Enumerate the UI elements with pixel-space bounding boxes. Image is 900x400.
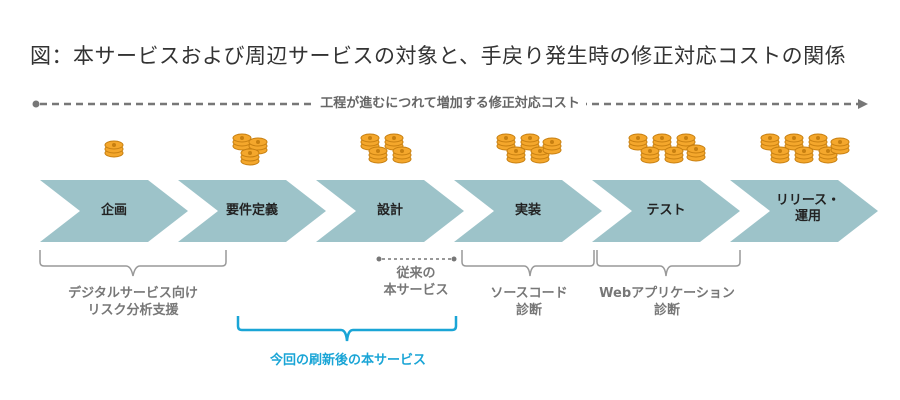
cost-arrow-start-dot: [32, 100, 40, 108]
coin-stack-0: [104, 140, 124, 158]
coin-stack-7: [392, 146, 412, 164]
note-renewed-service: 今回の刷新後の本サービス: [269, 353, 426, 368]
coin-stack-12: [542, 137, 562, 155]
chevron-implementation: [454, 180, 602, 242]
conventional-service-arrow: [376, 256, 457, 262]
bracket-web-app: [596, 250, 741, 277]
bracket-source-code: [461, 250, 595, 277]
note-risk-support: デジタルサービス向け リスク分析支援: [68, 286, 198, 318]
coin-stack-22: [770, 146, 790, 164]
note-source-code: ソースコード 診断: [490, 286, 568, 318]
phase-label-release: リリース・ 運用: [775, 193, 841, 224]
cost-arrow-label: 工程が進むにつれて増加する修正対応コスト: [314, 96, 586, 111]
figure-title: 図：本サービスおよび周辺サービスの対象と、手戻り発生時の修正対応コストの関係: [30, 44, 847, 68]
coin-stack-23: [794, 146, 814, 164]
phase-label-implementation: 実装: [514, 203, 541, 218]
coin-stack-8: [496, 133, 516, 151]
bracket-renewed-service: [236, 316, 458, 342]
coin-stack-20: [784, 133, 804, 151]
phase-chevrons: [40, 180, 878, 242]
coin-stacks: [104, 133, 850, 166]
coin-stack-13: [628, 133, 648, 151]
phase-label-test: テスト: [646, 203, 686, 218]
cost-arrow-head: [858, 99, 868, 109]
chevron-requirements: [178, 180, 326, 242]
coin-stack-18: [686, 144, 706, 162]
coin-stack-10: [506, 146, 526, 164]
phase-label-planning: 企画: [100, 203, 127, 218]
coin-stack-9: [520, 133, 540, 151]
chevron-test: [592, 180, 740, 242]
coin-stack-21: [808, 133, 828, 151]
chevron-design: [316, 180, 464, 242]
coin-stack-6: [368, 146, 388, 164]
cost-arrow-label-wrap: 工程が進むにつれて増加する修正対応コスト: [0, 96, 900, 112]
chevron-release: [730, 180, 878, 242]
note-web-app: Webアプリケーション 診断: [599, 286, 735, 318]
phase-label-design: 設計: [376, 203, 403, 218]
bracket-risk-support: [39, 250, 227, 277]
phase-label-requirements: 要件定義: [225, 203, 278, 218]
coin-stack-3: [240, 148, 260, 166]
coin-stack-17: [664, 146, 684, 164]
coin-stack-19: [760, 133, 780, 151]
coin-stack-25: [830, 137, 850, 155]
chevron-planning: [40, 180, 188, 242]
coin-stack-14: [652, 133, 672, 151]
coin-stack-1: [232, 133, 252, 151]
note-conventional-service: 従来の 本サービス: [383, 266, 449, 298]
coin-stack-16: [640, 146, 660, 164]
